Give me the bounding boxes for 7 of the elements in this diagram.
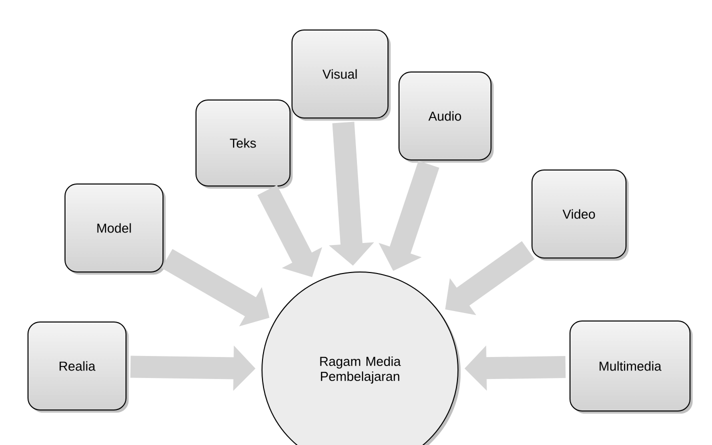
topic-box: Visual [292, 30, 391, 121]
topic-box: Realia [28, 322, 129, 413]
topic-box: Model [64, 184, 166, 275]
topic-box: Audio [398, 72, 494, 163]
topic-box: Multimedia [570, 320, 693, 414]
topic-box: Teks [196, 100, 293, 189]
topic-box: Video [532, 170, 629, 261]
